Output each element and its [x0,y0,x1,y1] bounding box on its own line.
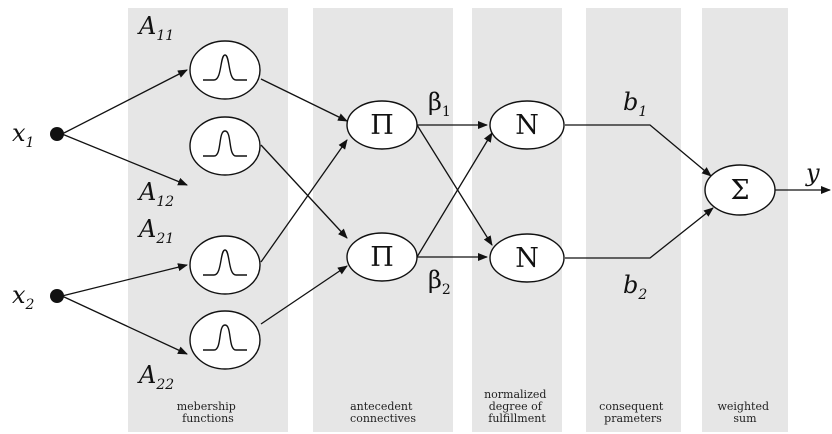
membership-label-a11: A11 [137,12,174,44]
layer-band-normalized [472,8,562,432]
rule-node-1 [346,100,418,150]
edge-n2-sum [565,207,714,259]
input-label-x2: x2 [12,281,35,313]
membership-node-a22 [189,310,261,370]
membership-node-a11 [189,40,261,100]
edge-rule2-n1 [416,132,493,258]
layer-caption-weighted-sum: weighted sum [717,400,772,425]
normalize-symbol: N [515,110,539,141]
membership-label-a22: A22 [137,361,174,393]
edge-a12-rule2 [260,144,348,239]
edge-x2-a21 [61,263,188,297]
layer-band-consequent [586,8,681,432]
bell-curve-icon [203,54,247,81]
bell-curve-icon [203,324,247,351]
membership-node-a21 [189,235,261,295]
firing-label-beta1: β1 [428,88,451,120]
normalize-symbol: N [515,243,539,274]
membership-label-a21: A21 [137,215,174,247]
edge-rule1-n2 [416,124,493,246]
layer-band-antecedent [313,8,453,432]
layer-caption-membership: mebership functions [177,400,240,425]
rule-node-2 [346,232,418,282]
edge-a21-rule1 [260,139,348,263]
bell-curve-icon [203,130,247,157]
sum-node [704,164,776,216]
edge-n1-sum [565,124,712,177]
layer-caption-consequent: consequent prameters [599,400,667,425]
consequent-label-b1: b1 [623,88,647,120]
input-label-x1: x1 [12,119,34,151]
bell-curve-icon [203,249,247,276]
firing-label-beta2: β2 [428,266,451,298]
membership-node-a12 [189,116,261,176]
sum-symbol: Σ [730,175,749,206]
normalize-node-1 [489,100,565,150]
layer-band-weighted-sum [702,8,788,432]
product-symbol: Π [370,242,394,273]
product-symbol: Π [370,110,394,141]
edge-a11-rule1 [260,78,348,122]
layer-caption-antecedent: antecedent connectives [350,400,416,425]
input-node-x2 [50,289,64,303]
edge-x1-a11 [61,69,188,135]
consequent-label-b2: b2 [623,271,647,303]
edge-x1-a12 [61,133,188,186]
input-node-x1 [50,127,64,141]
normalize-node-2 [489,233,565,283]
membership-label-a12: A12 [137,178,174,210]
layer-caption-normalized: normalized degree of fulfillment [484,388,550,425]
edge-a22-rule2 [260,265,348,325]
output-label-y: y [805,159,820,187]
edge-x2-a22 [61,295,188,355]
